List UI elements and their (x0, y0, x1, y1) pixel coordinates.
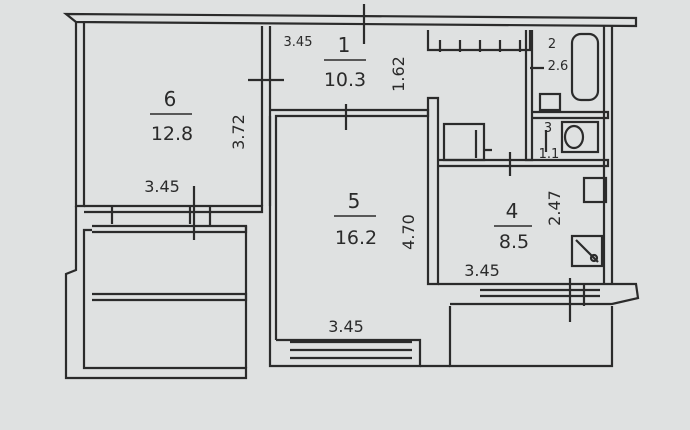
room5-number: 5 (348, 189, 361, 213)
room1-area: 10.3 (324, 69, 366, 91)
outer-wall-top (62, 12, 638, 28)
room2-area: 2.6 (548, 59, 569, 74)
room6-area: 12.8 (151, 123, 193, 145)
wall-kitchen-top (438, 158, 610, 168)
room6-number: 6 (164, 87, 177, 111)
room1-number: 1 (338, 33, 351, 57)
dim-hall-width: 3.45 (284, 35, 313, 50)
room4-area: 8.5 (499, 231, 529, 253)
dim-room6-depth: 3.72 (229, 114, 248, 150)
outer-wall-left-lower (64, 206, 248, 380)
room4-number: 4 (506, 199, 519, 223)
wall-room6-bottom (84, 204, 264, 214)
walls (62, 4, 640, 380)
dim-room5-width: 3.45 (328, 317, 364, 336)
window-room6 (110, 206, 192, 224)
dim-kitchen-depth: 2.47 (545, 190, 564, 226)
room5-area: 16.2 (335, 227, 377, 249)
door-ticks (192, 4, 586, 322)
balcony-right (448, 306, 614, 368)
outer-wall-left-upper (74, 22, 86, 208)
outer-wall-right (602, 26, 614, 284)
stove-burner (589, 253, 599, 263)
room3-number: 3 (544, 121, 552, 136)
dim-hall-depth: 1.62 (389, 56, 408, 92)
window-kitchen (480, 288, 600, 298)
room3-area: 1.1 (539, 147, 560, 162)
dim-room6-width: 3.45 (144, 177, 180, 196)
dimension-labels: 3.45 1.62 3.72 3.45 4.70 3.45 2.47 3.45 (144, 35, 564, 336)
window-room5 (290, 340, 412, 360)
closet-block (442, 122, 486, 162)
wall-bath-bottom (532, 110, 610, 120)
toilet-bowl (563, 124, 585, 150)
stove (570, 234, 604, 268)
sink (538, 92, 562, 112)
room2-number: 2 (548, 37, 556, 52)
dim-room5-depth: 4.70 (399, 214, 418, 250)
bathtub (570, 32, 600, 102)
kitchen-counter (582, 176, 608, 204)
stove-mark (575, 239, 599, 263)
toilet-box (560, 120, 600, 154)
room-labels: 6 12.8 1 10.3 2 2.6 3 1.1 5 16.2 4 8.5 (150, 33, 568, 253)
dim-kitchen-width: 3.45 (464, 261, 500, 280)
